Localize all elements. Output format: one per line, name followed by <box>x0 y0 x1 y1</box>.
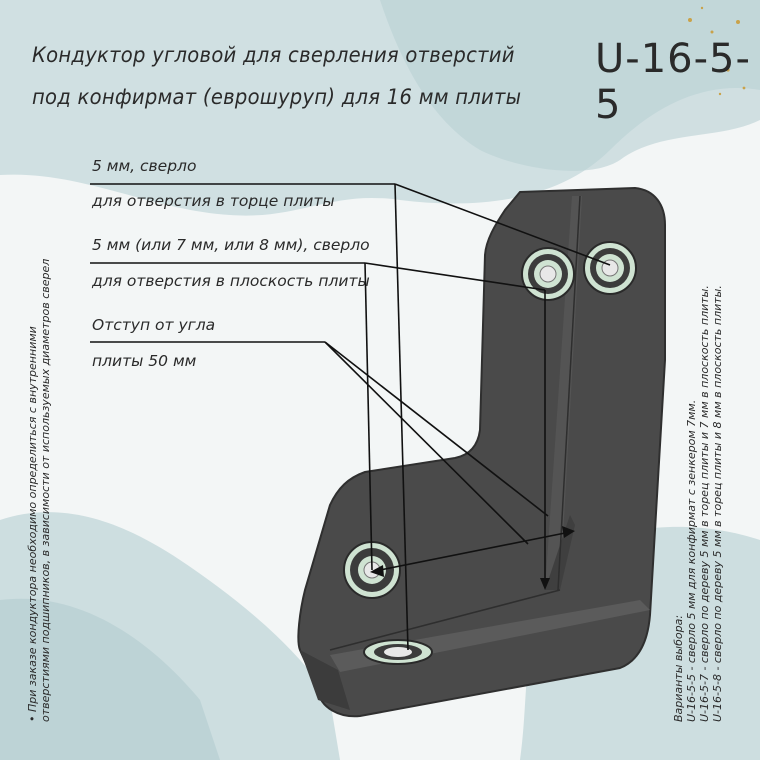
callout-face-drill-size: 5 мм (или 7 мм, или 8 мм), сверло <box>92 236 370 254</box>
bushing-edge-bottom <box>363 639 433 665</box>
page-title: Кондуктор угловой для сверления отверсти… <box>32 34 534 118</box>
variant-line-3: U-16-5-8 - сверло по дереву 5 мм в торец… <box>711 285 724 722</box>
callout-edge-drill-purpose: для отверстия в торце плиты <box>92 192 335 210</box>
callout-offset-value: плиты 50 мм <box>92 352 197 370</box>
callout-offset-label: Отступ от угла <box>92 316 216 334</box>
bushing-face-top <box>521 247 575 301</box>
title-line-1: Кондуктор угловой для сверления отверсти… <box>32 43 515 67</box>
variant-line-2: U-16-5-7 - сверло по дереву 5 мм в торец… <box>698 285 711 722</box>
variants-heading: Варианты выбора: <box>672 614 685 722</box>
order-note: • При заказе кондуктора необходимо опред… <box>26 259 52 722</box>
model-code: U-16-5-5 <box>595 36 751 128</box>
variant-line-1: U-16-5-5 - сверло 5 мм для конфирмат с з… <box>685 399 698 722</box>
bushing-edge-top <box>583 241 637 295</box>
callout-edge-drill-size: 5 мм, сверло <box>92 157 197 175</box>
order-note-line-2: отверстиями подшипников, в зависимости о… <box>39 258 52 722</box>
callout-face-drill-purpose: для отверстия в плоскость плиты <box>92 272 370 290</box>
title-line-2: под конфирмат (еврошуруп) для 16 мм плит… <box>32 85 522 109</box>
order-note-line-1: • При заказе кондуктора необходимо опред… <box>26 326 39 722</box>
variants-note: Варианты выбора: U-16-5-5 - сверло 5 мм … <box>672 285 724 722</box>
